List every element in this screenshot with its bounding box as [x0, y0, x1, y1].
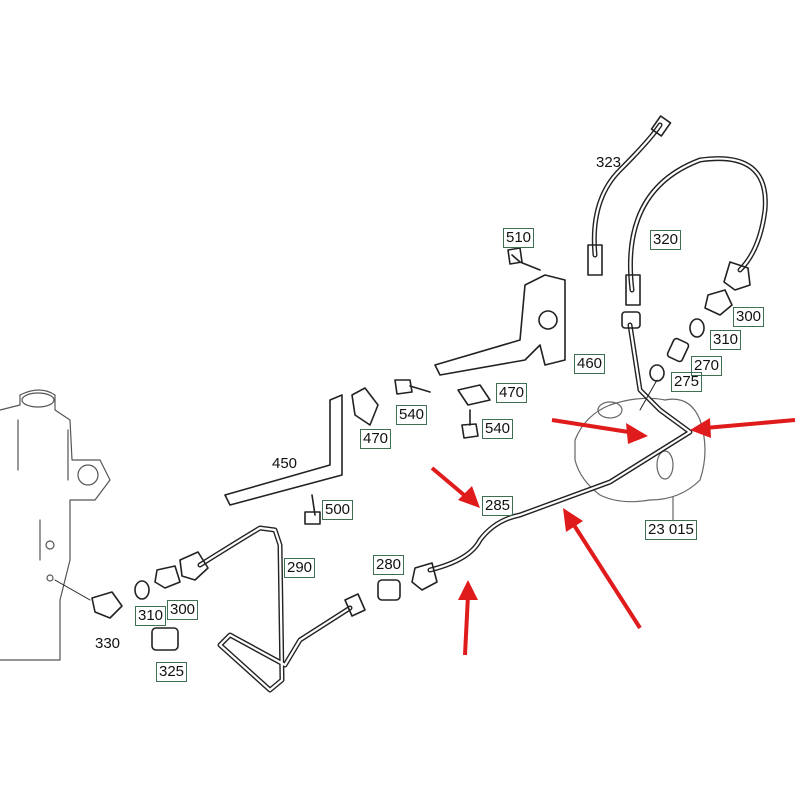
highlight-arrows	[430, 418, 796, 656]
steering-gearbox	[0, 389, 111, 661]
part-label-470: 470	[496, 383, 528, 403]
part-label-540: 540	[482, 419, 514, 439]
part-label-285: 285	[482, 496, 514, 516]
part-label-325: 325	[156, 662, 188, 682]
part-label-320: 320	[650, 230, 682, 250]
part-label-290: 290	[284, 558, 316, 578]
arrow-4	[570, 520, 642, 630]
part-label-280: 280	[373, 555, 405, 575]
part-label-500: 500	[322, 500, 354, 520]
part-label-300: 300	[167, 600, 199, 620]
part-label-270: 270	[691, 356, 723, 376]
part-label-540: 540	[396, 405, 428, 425]
power-steering-pump	[574, 397, 706, 521]
part-label-323: 323	[596, 154, 622, 171]
part-label-330: 330	[95, 635, 121, 652]
arrow-1	[551, 418, 636, 435]
part-label-510: 510	[503, 228, 535, 248]
part-label-450: 450	[272, 455, 298, 472]
part-label-310: 310	[710, 330, 742, 350]
arrow-5	[463, 594, 470, 656]
arrow-2	[704, 418, 796, 430]
part-label-310: 310	[135, 606, 167, 626]
part-label-275: 275	[671, 372, 703, 392]
part-label-470: 470	[360, 429, 392, 449]
part-label-300: 300	[733, 307, 765, 327]
part-label-23015: 23 015	[645, 520, 697, 540]
part-label-460: 460	[574, 354, 606, 374]
